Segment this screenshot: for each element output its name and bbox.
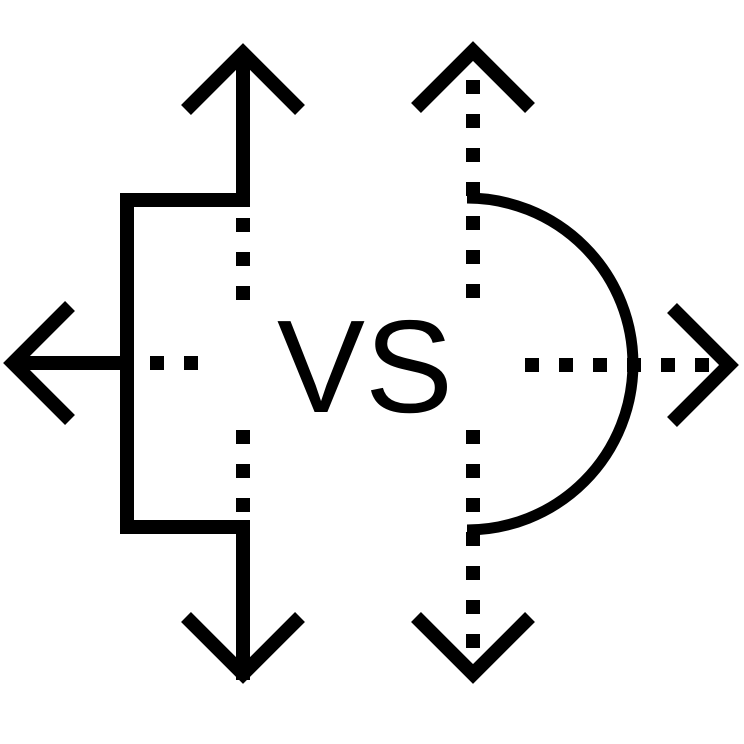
left-bottom-arrowhead-icon xyxy=(181,612,305,684)
right-top-arrowhead-icon xyxy=(411,41,535,113)
right-semicircle xyxy=(466,192,639,536)
right-bottom-arrowhead-icon xyxy=(411,612,535,684)
left-figure xyxy=(3,43,305,684)
left-top-arrowhead-icon xyxy=(181,43,305,115)
right-side-arrowhead-icon xyxy=(667,303,739,427)
left-side-arrowhead-icon xyxy=(3,301,75,425)
vs-label: VS xyxy=(277,293,453,440)
right-figure xyxy=(411,41,739,684)
